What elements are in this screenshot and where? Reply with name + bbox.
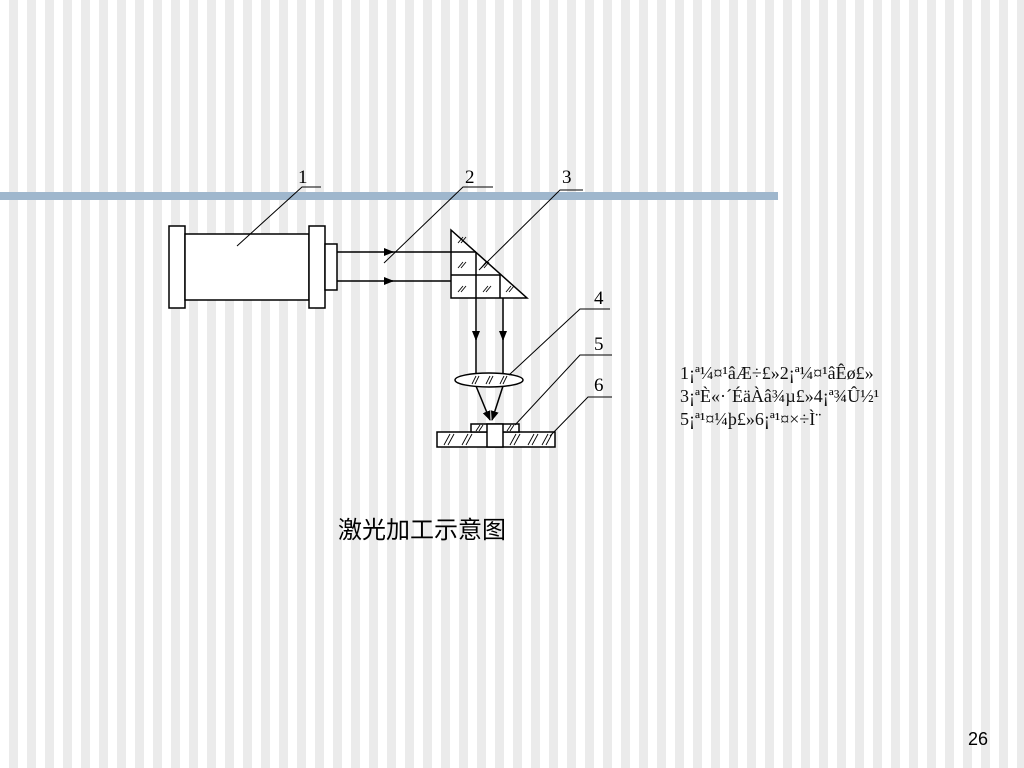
total-reflection-prism — [450, 228, 529, 299]
laser-body — [184, 233, 310, 301]
callout-6: 6 — [594, 375, 604, 396]
laser-output-window — [324, 243, 338, 291]
callout-3: 3 — [562, 167, 572, 188]
page-number: 26 — [967, 729, 988, 749]
laser-end-cap-right — [308, 225, 326, 309]
callout-5: 5 — [594, 334, 604, 355]
leader-lines — [236, 186, 612, 437]
callout-2: 2 — [465, 167, 475, 188]
laser-device — [168, 225, 338, 309]
laser-end-cap-left — [168, 225, 186, 309]
title-accent-bar — [0, 192, 778, 200]
reflected-beam — [472, 298, 507, 421]
callout-4: 4 — [594, 288, 604, 309]
focusing-lens — [454, 372, 524, 388]
diagram-legend: 1¡ª¼¤¹âÆ÷£»2¡ª¼¤¹âÊø£» 3¡ªÈ«·´ÉäÀâ¾µ£»4¡ª… — [680, 362, 879, 431]
legend-line: 1¡ª¼¤¹âÆ÷£»2¡ª¼¤¹âÊø£» — [680, 363, 874, 383]
callout-1: 1 — [298, 167, 308, 188]
diagram-caption: 激光加工示意图 — [338, 516, 506, 544]
legend-line: 5¡ª¹¤¼þ£»6¡ª¹¤×÷Ì¨ — [680, 409, 822, 429]
legend-line: 3¡ªÈ«·´ÉäÀâ¾µ£»4¡ª¾Û½¹ — [680, 386, 880, 406]
workpiece — [470, 423, 520, 448]
